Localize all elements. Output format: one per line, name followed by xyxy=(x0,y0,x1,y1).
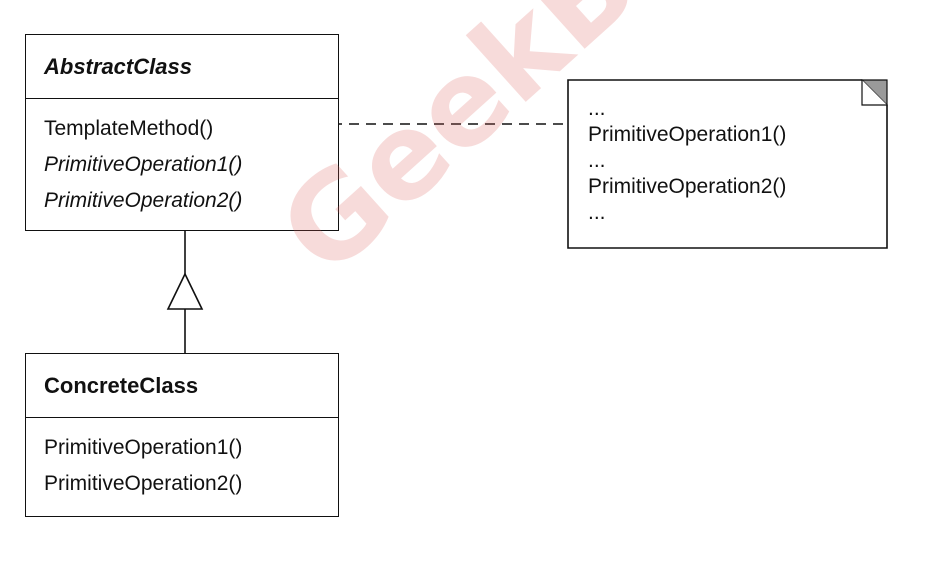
operation-primitive-2: PrimitiveOperation2() xyxy=(44,472,243,495)
note-fold-flap xyxy=(861,80,887,106)
operation-primitive-1: PrimitiveOperation1() xyxy=(44,436,243,459)
note-line: ... xyxy=(588,97,606,120)
abstract-class-box: AbstractClass TemplateMethod() Primitive… xyxy=(25,34,339,231)
concrete-class-name: ConcreteClass xyxy=(26,354,338,418)
note-line: PrimitiveOperation1() xyxy=(588,123,787,146)
note-line: ... xyxy=(588,201,606,224)
operation-primitive-2: PrimitiveOperation2() xyxy=(44,189,243,212)
abstract-class-operations: TemplateMethod() PrimitiveOperation1() P… xyxy=(26,99,338,219)
abstract-class-name: AbstractClass xyxy=(26,35,338,99)
note-line: ... xyxy=(588,149,606,172)
concrete-class-box: ConcreteClass PrimitiveOperation1() Prim… xyxy=(25,353,339,517)
generalization-arrow-icon xyxy=(166,272,204,310)
note-body: ... PrimitiveOperation1() ... PrimitiveO… xyxy=(588,96,786,226)
concrete-class-operations: PrimitiveOperation1() PrimitiveOperation… xyxy=(26,418,338,502)
note-frame xyxy=(567,79,888,249)
operation-primitive-1: PrimitiveOperation1() xyxy=(44,153,243,176)
note-line: PrimitiveOperation2() xyxy=(588,175,787,198)
operation-template-method: TemplateMethod() xyxy=(44,117,214,140)
